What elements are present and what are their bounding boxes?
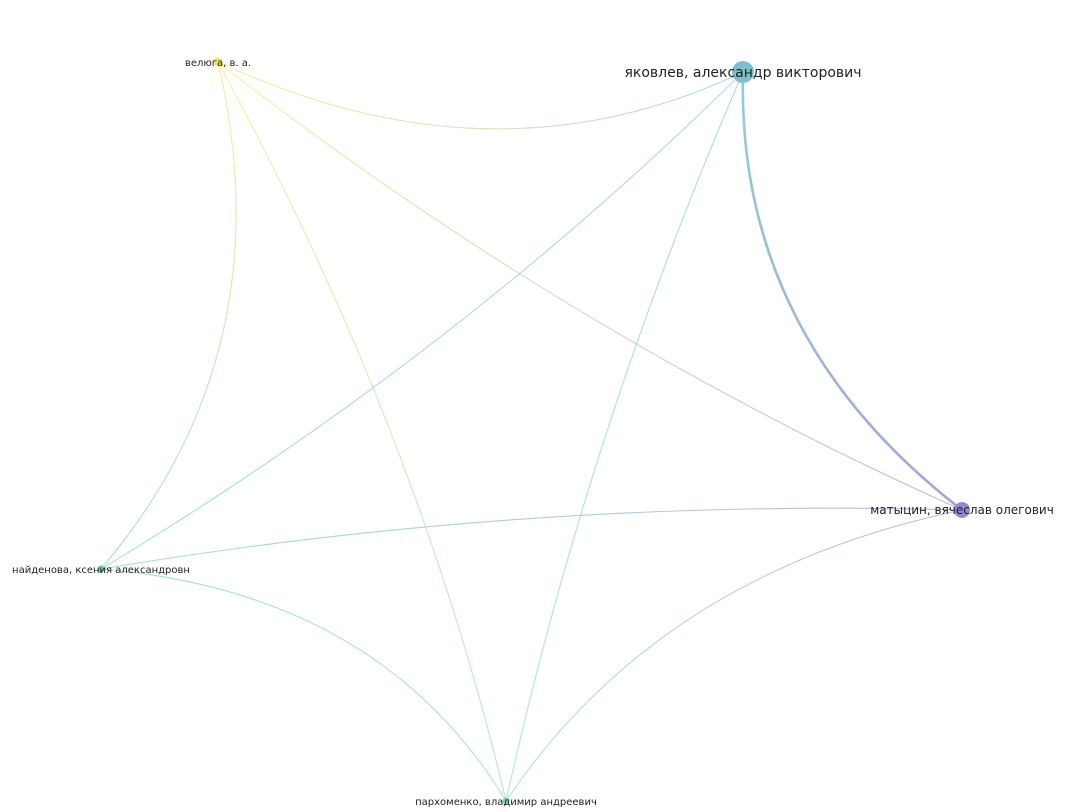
node-naydenova[interactable]: найденова, ксения александровн	[12, 565, 190, 576]
node-velyuga-label[interactable]: велюга, в. а.	[185, 58, 251, 69]
node-parkhomenko-dot[interactable]	[502, 797, 510, 805]
edge-yakovlev-parkhomenko	[505, 71, 744, 802]
edge-matytsin-parkhomenko	[505, 509, 963, 802]
node-matytsin-dot[interactable]	[954, 502, 970, 518]
edge-velyuga-matytsin	[217, 61, 963, 511]
edge-velyuga-naydenova	[100, 61, 237, 570]
edge-velyuga-parkhomenko	[217, 61, 507, 802]
edge-velyuga-yakovlev	[217, 61, 744, 130]
edge-naydenova-parkhomenko	[100, 568, 507, 802]
node-parkhomenko[interactable]: пархоменко, владимир андреевич	[415, 797, 597, 808]
node-parkhomenko-label[interactable]: пархоменко, владимир андреевич	[415, 797, 597, 808]
node-velyuga-dot[interactable]	[213, 57, 223, 67]
node-yakovlev-dot[interactable]	[732, 61, 754, 83]
node-yakovlev[interactable]: яковлев, александр викторович	[624, 61, 862, 83]
node-velyuga[interactable]: велюга, в. а.	[185, 57, 251, 70]
node-naydenova-dot[interactable]	[97, 565, 105, 573]
node-naydenova-label[interactable]: найденова, ксения александровн	[12, 565, 190, 576]
edge-matytsin-naydenova	[100, 507, 963, 570]
node-yakovlev-label[interactable]: яковлев, александр викторович	[624, 65, 861, 81]
node-matytsin[interactable]: матыцин, вячеслав олегович	[870, 502, 1054, 518]
edge-yakovlev-matytsin	[741, 71, 963, 512]
edges-layer	[100, 61, 963, 802]
nodes-layer: яковлев, александр викторович велюга, в.…	[12, 57, 1054, 808]
node-matytsin-label[interactable]: матыцин, вячеслав олегович	[870, 503, 1054, 517]
edge-yakovlev-naydenova	[100, 71, 744, 570]
